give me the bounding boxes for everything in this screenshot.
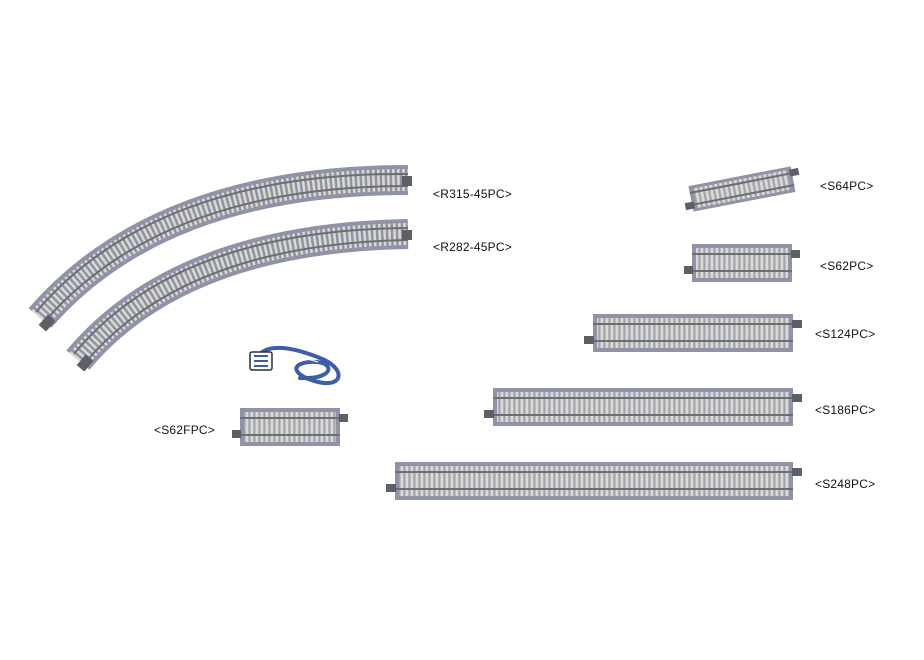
label-s62: <S62PC> — [820, 259, 874, 273]
curve-track-r282 — [66, 219, 412, 372]
label-s248: <S248PC> — [815, 477, 876, 491]
feeder-wire-icon — [249, 345, 341, 386]
straight-track-s62f — [232, 408, 348, 446]
label-s186: <S186PC> — [815, 403, 876, 417]
label-s124: <S124PC> — [815, 327, 876, 341]
label-s64: <S64PC> — [820, 179, 874, 193]
label-r282: <R282-45PC> — [433, 240, 512, 254]
straight-track-s62 — [684, 244, 800, 282]
label-s62f: <S62FPC> — [154, 423, 215, 437]
curve-track-r315 — [28, 165, 412, 332]
straight-track-s186 — [484, 388, 802, 426]
straight-track-s248 — [386, 462, 802, 500]
straight-track-s124 — [584, 314, 802, 352]
straight-track-s64 — [684, 166, 800, 212]
label-r315: <R315-45PC> — [433, 187, 512, 201]
